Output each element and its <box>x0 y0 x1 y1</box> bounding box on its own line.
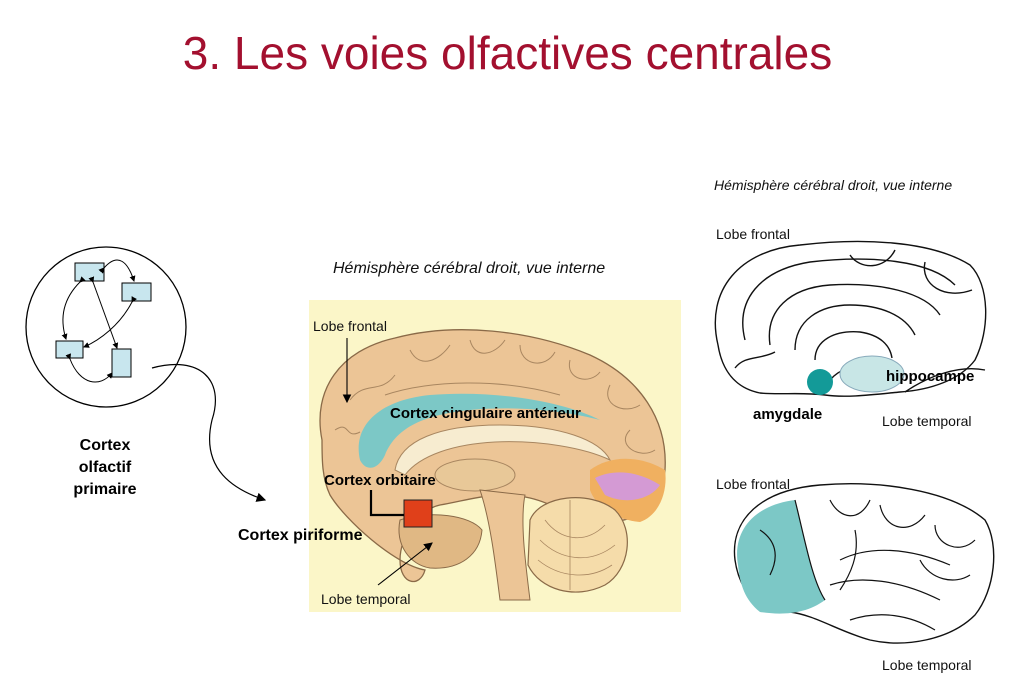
amygdala-label: amygdale <box>753 406 823 423</box>
network-node <box>111 348 132 378</box>
brainstem <box>479 489 531 601</box>
network-arrow <box>65 353 113 383</box>
label-line: Cortex <box>79 437 131 454</box>
cingulate-highlight <box>358 393 600 468</box>
right-bottom-lobe-temporal-label: Lobe temporal <box>882 657 972 673</box>
orbital-cortex-highlight <box>403 499 433 528</box>
orbital-cortex-label: Cortex orbitaire <box>324 472 436 489</box>
label-line: primaire <box>73 481 137 498</box>
hippocampus-label: hippocampe <box>886 368 975 385</box>
network-node <box>55 340 84 359</box>
orbital-bracket <box>369 490 404 517</box>
cingulate-cortex-label: Cortex cingulaire antérieur <box>390 405 581 422</box>
network-circle <box>25 246 187 408</box>
slide-title: 3. Les voies olfactives centrales <box>182 27 833 79</box>
temporal-pointer <box>377 542 433 586</box>
piriform-cortex-label: Cortex piriforme <box>238 527 363 544</box>
network-node <box>121 282 152 302</box>
center-caption: Hémisphère cérébral droit, vue interne <box>333 260 606 277</box>
network-arrow <box>83 296 137 348</box>
temporal-lobe <box>398 514 483 569</box>
right-top-brain <box>714 240 987 397</box>
center-lobe-temporal-label: Lobe temporal <box>321 591 411 607</box>
olfactory-network <box>25 246 187 408</box>
right-top-lobe-temporal-label: Lobe temporal <box>882 413 972 429</box>
center-lobe-frontal-label: Lobe frontal <box>313 318 387 334</box>
right-caption: Hémisphère cérébral droit, vue interne <box>714 177 953 193</box>
network-arrow <box>61 276 86 340</box>
hippocampus-shape <box>839 355 905 393</box>
primary-olfactory-cortex-label: Cortex olfactif primaire <box>60 435 150 501</box>
corpus-callosum <box>394 424 612 476</box>
cerebellum <box>527 497 628 593</box>
amygdala-shape <box>807 369 833 395</box>
network-node <box>74 262 105 282</box>
right-bottom-lobe-frontal-label: Lobe frontal <box>716 476 790 492</box>
right-bottom-brain <box>733 483 995 644</box>
network-arrow <box>98 259 136 282</box>
projection-arrow <box>151 363 267 502</box>
center-brain-figure <box>309 300 681 612</box>
right-top-lobe-frontal-label: Lobe frontal <box>716 226 790 242</box>
label-line: olfactif <box>78 459 132 476</box>
